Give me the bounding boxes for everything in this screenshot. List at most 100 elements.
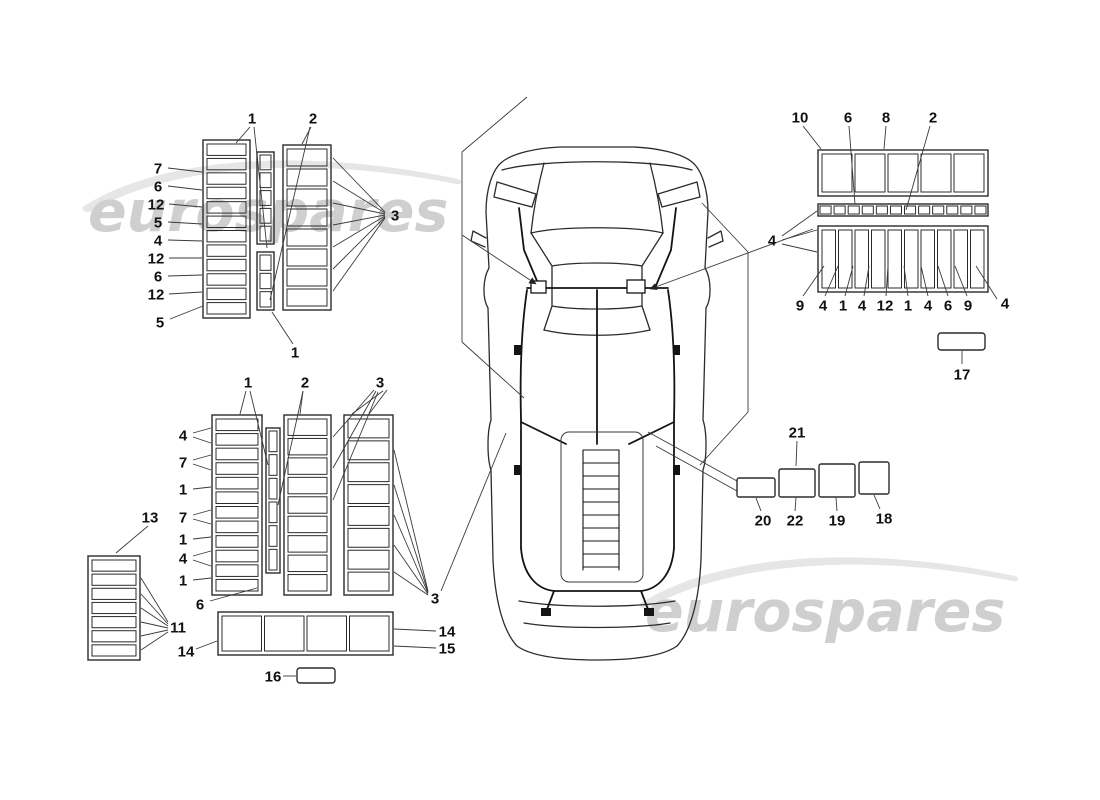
- fusebox-mid-left-strip-a: [211, 414, 263, 596]
- callout-14: 14: [178, 643, 195, 660]
- fuse-slot: [91, 630, 137, 643]
- callout-2: 2: [309, 110, 317, 127]
- callout-leader-line: [975, 265, 998, 300]
- box-18: [858, 461, 890, 495]
- fuse-slot: [904, 229, 919, 289]
- fuse-slot: [215, 462, 259, 475]
- callout-1: 1: [839, 297, 847, 314]
- fuse-slot: [920, 153, 952, 193]
- callout-1: 1: [248, 110, 256, 127]
- callout-leader-line: [824, 265, 839, 297]
- fusebox-upper-left-mid-a: [256, 151, 275, 245]
- loom-connector: [673, 345, 680, 355]
- fuse-slot: [953, 229, 968, 289]
- fuse-slot: [206, 273, 247, 286]
- fuse-boxes: [87, 139, 989, 684]
- fuse-slot: [268, 525, 278, 547]
- fuse-slot: [286, 208, 328, 227]
- fuse-slot: [918, 205, 931, 215]
- callout-21: 21: [789, 424, 806, 441]
- fuse-slot: [286, 228, 328, 247]
- callout-9: 9: [964, 297, 972, 314]
- fuse-slot: [875, 205, 888, 215]
- callout-1: 1: [904, 297, 912, 314]
- watermark-swoosh-icon: [82, 160, 462, 212]
- callout-leader-line: [249, 390, 269, 466]
- callout-leader-line: [920, 265, 929, 297]
- callout-17: 17: [954, 366, 971, 383]
- callout-leader-line: [440, 432, 507, 592]
- callout-leader-line: [393, 645, 437, 649]
- callout-leader-line: [883, 125, 887, 150]
- callout-2: 2: [301, 374, 309, 391]
- callout-5: 5: [154, 214, 162, 231]
- callout-leader-line: [269, 126, 311, 301]
- callout-leader-line: [192, 577, 212, 581]
- callout-leader-line: [271, 311, 294, 345]
- callout-leader-line: [192, 509, 212, 516]
- callout-16: 16: [265, 668, 282, 685]
- fuse-slot: [215, 578, 259, 592]
- fuse-slot: [286, 268, 328, 287]
- callout-8: 8: [882, 109, 890, 126]
- callout-7: 7: [179, 509, 187, 526]
- callout-leader-line: [332, 157, 386, 213]
- fuse-slot: [206, 287, 247, 301]
- fusebox-upper-left-strip-a: [202, 139, 251, 319]
- fuse-slot: [268, 548, 278, 571]
- fuse-slot: [287, 496, 328, 514]
- fuse-slot: [854, 229, 869, 289]
- callout-leader-line: [167, 239, 203, 242]
- callout-15: 15: [439, 640, 456, 657]
- callout-leader-line: [873, 494, 881, 510]
- callout-leader-line: [167, 221, 203, 225]
- fusebox-upper-left-mid-b: [256, 251, 275, 311]
- fuse-slot: [206, 230, 247, 243]
- callout-6: 6: [944, 297, 952, 314]
- fuse-slot: [286, 188, 328, 207]
- front-connector-left: [530, 280, 547, 294]
- leader-line: [699, 411, 749, 466]
- fuse-slot: [946, 205, 959, 215]
- headlight-branch-right: [654, 207, 677, 289]
- callout-leader-line: [277, 390, 304, 506]
- fusebox-right-terminal-strip: [817, 203, 989, 217]
- fusebox-mid-left-connector: [265, 427, 281, 574]
- fuse-slot: [960, 205, 973, 215]
- callout-22: 22: [787, 512, 804, 529]
- callout-leader-line: [781, 210, 818, 237]
- fuse-slot: [932, 205, 945, 215]
- fuse-slot: [887, 229, 902, 289]
- fuse-slot: [287, 535, 328, 553]
- callout-1: 1: [179, 572, 187, 589]
- front-bumper-line: [501, 161, 693, 171]
- car-top-view: [470, 146, 724, 661]
- callout-4: 4: [924, 297, 933, 314]
- loom-connector: [673, 465, 680, 475]
- callout-1: 1: [179, 531, 187, 548]
- fuse-slot: [887, 153, 919, 193]
- fusebox-right-fuse-row: [817, 225, 989, 293]
- fuse-slot: [349, 615, 390, 652]
- fusebox-mid-left-strip-b: [283, 414, 332, 596]
- callout-leader-line: [140, 607, 169, 627]
- fuse-slot: [259, 190, 272, 206]
- callout-leader-line: [168, 291, 203, 295]
- headlight-left: [493, 181, 537, 208]
- fuse-slot: [287, 515, 328, 534]
- fuse-slot: [206, 302, 247, 315]
- leader-line: [701, 202, 749, 253]
- engine-bay-box: [560, 431, 644, 583]
- fuse-slot: [347, 527, 390, 548]
- box-20: [736, 477, 776, 498]
- fuse-slot: [91, 644, 137, 657]
- fuse-slot: [347, 549, 390, 570]
- fuse-slot: [833, 205, 846, 215]
- callout-6: 6: [154, 178, 162, 195]
- fuse-slot: [286, 288, 328, 307]
- rear-cross-harness: [520, 547, 675, 592]
- taillight-connector-right: [644, 608, 654, 616]
- fuse-slot: [206, 143, 247, 156]
